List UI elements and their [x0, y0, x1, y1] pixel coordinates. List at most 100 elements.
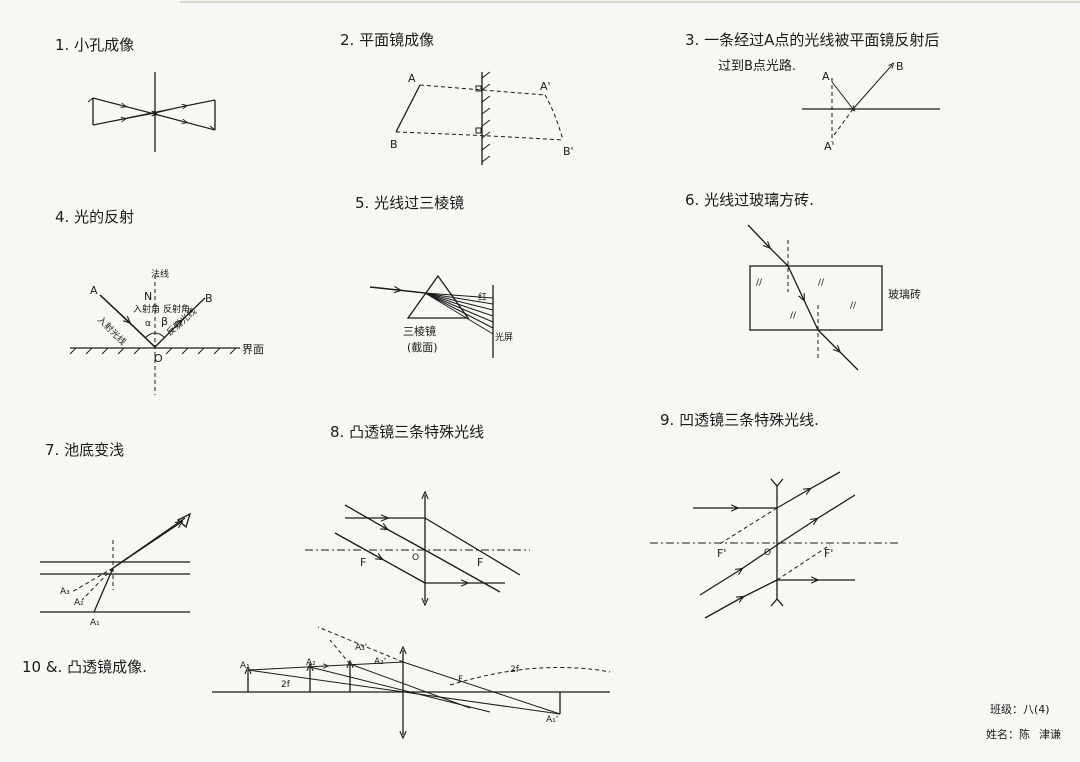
convex-ray-center [344, 504, 426, 551]
convex-ray-focus [334, 532, 426, 584]
label-screen: 光屏 [495, 331, 513, 343]
glass-brick-rect [749, 265, 883, 331]
label-prism: 三棱镜 [403, 324, 436, 338]
imaging-ray-refracted [402, 661, 561, 715]
pool-emergent-ray-2 [112, 517, 186, 569]
footer-student-info: 班级：八(4) 姓名：陈 津谦 [986, 703, 1061, 741]
label-A-point: A [822, 70, 830, 83]
pinhole-ray-1-arrows [92, 97, 216, 131]
diagram-convex-lens-rays: 8. 凸透镜三条特殊光线 F F O [305, 423, 530, 602]
parallel-mark-2: // [818, 278, 825, 288]
name-tail: 津谦 [1039, 728, 1061, 741]
reflected-ray-OB [154, 297, 206, 348]
pool-virtual-ray-1 [71, 567, 114, 593]
label-A: A [408, 72, 416, 85]
object-AB [395, 84, 421, 133]
pool-refract-ray-1 [93, 567, 114, 613]
title-concave-lens: 9. 凹透镜三条特殊光线. [660, 411, 819, 429]
parallel-mark-3: // [790, 311, 797, 321]
concave-virtual-focus [717, 507, 778, 546]
imaging-virtual-ray-2 [329, 639, 351, 665]
title-convex-imaging: 10 &. 凸透镜成像. [22, 658, 147, 676]
label-O-convex: O [412, 553, 419, 563]
glass-emergent-ray [817, 329, 859, 371]
title-glass-brick: 6. 光线过玻璃方砖. [685, 191, 814, 209]
title-pinhole: 1. 小孔成像 [55, 36, 134, 54]
title-law-of-reflection: 4. 光的反射 [55, 208, 134, 226]
diagram-convex-lens-imaging: 10 &. 凸透镜成像. A₁ A₂ A₃' A₂' A₁' 2f 2f F [22, 626, 611, 735]
label-beta: β [161, 315, 168, 328]
label-prism-section: (截面) [407, 340, 438, 354]
image-AB-prime [544, 94, 564, 141]
interface-hatching [69, 347, 237, 355]
parallel-mark-1: // [756, 278, 763, 288]
label-A2: A₂ [74, 598, 84, 608]
reflect-angle-arc [154, 332, 166, 339]
title-reflection-path-1: 3. 一条经过A点的光线被平面镜反射后 [685, 31, 939, 49]
name-label: 姓名：陈 [986, 727, 1030, 741]
imaging-curve [449, 667, 611, 686]
imaging-ray-parallel [247, 661, 404, 671]
title-plane-mirror: 2. 平面镜成像 [340, 31, 434, 49]
label-O-concave: O [764, 548, 771, 558]
label-B-ray: B [205, 292, 213, 305]
concave-lens-bottom [770, 598, 784, 607]
class-label: 班级：八(4) [990, 703, 1050, 716]
label-A1-prime: A₁' [546, 715, 558, 725]
label-A-ray: A [90, 284, 98, 297]
label-reflect-angle: 反射角 [163, 303, 190, 315]
diagram-pool-shallow: 7. 池底变浅 A₁ A₂ A₃ [40, 441, 192, 628]
label-F-imaging: F [458, 675, 463, 685]
label-red: 红 [478, 291, 487, 303]
concave-virtual-focus-2 [776, 544, 831, 581]
concave-lens-top [770, 478, 784, 487]
label-F-prime-right: F' [824, 547, 833, 560]
pool-virtual-ray-2 [81, 567, 114, 601]
concave-ray-center-through [776, 494, 856, 546]
label-glass-brick: 玻璃砖 [888, 287, 921, 301]
label-interface: 界面 [242, 343, 264, 356]
mirror-hatching [481, 71, 491, 163]
diagram-plane-mirror-image: 2. 平面镜成像 A B A' B' [340, 31, 574, 165]
label-A1-imaging: A₁ [240, 661, 250, 671]
label-2f-right: 2f [510, 665, 520, 675]
eye-icon [176, 512, 192, 529]
title-pool-shallow: 7. 池底变浅 [45, 441, 124, 459]
diagram-pinhole: 1. 小孔成像 [55, 36, 216, 152]
incident-angle-arc [144, 332, 156, 339]
label-A2-imaging: A₂ [306, 658, 316, 668]
label-A-image: A' [824, 140, 835, 153]
label-incident-ray: 入射光线 [95, 314, 129, 348]
convex-ray-parallel-refracted [424, 517, 521, 576]
imaging-virtual-ray-1 [317, 626, 404, 663]
label-F-right: F [477, 556, 483, 569]
pinhole-ray-2-arrows [92, 99, 216, 126]
link-B-B-prime [395, 131, 564, 141]
label-A3: A₃ [60, 587, 70, 597]
imaging-ray-center-A3 [349, 663, 471, 709]
title-prism: 5. 光线过三棱镜 [355, 194, 464, 212]
concave-ray-focus [704, 579, 778, 619]
virtual-ray [831, 108, 854, 139]
diagram-glass-brick: 6. 光线过玻璃方砖. // // // // 玻璃砖 [685, 191, 921, 371]
label-B-point: B [896, 60, 904, 73]
prism-spectrum [424, 292, 494, 335]
title-reflection-path-2: 过到B点光路. [718, 58, 796, 74]
label-normal: 法线 [151, 268, 169, 280]
reflected-ray [852, 65, 892, 110]
label-O: O [154, 352, 163, 365]
label-incident-angle: 入射角 [133, 303, 160, 315]
label-A-prime: A' [540, 80, 551, 93]
diagram-reflection-path: 3. 一条经过A点的光线被平面镜反射后 过到B点光路. A B A' [685, 31, 940, 153]
pinhole-image-tip [209, 125, 216, 131]
label-F-prime-left: F' [717, 547, 726, 560]
incident-ray [831, 81, 853, 109]
concave-ray-parallel-diverge [776, 471, 841, 509]
label-alpha: α [145, 319, 151, 329]
label-F-left: F [360, 556, 366, 569]
prism-incident-arrow [369, 287, 426, 294]
diagram-concave-lens-rays: 9. 凹透镜三条特殊光线. F' F' O [650, 411, 900, 619]
diagram-law-of-reflection: 4. 光的反射 A B N O β α 法线 入射光线 反射光线 入射角 反射角… [55, 208, 264, 395]
concave-ray-center [699, 544, 778, 596]
